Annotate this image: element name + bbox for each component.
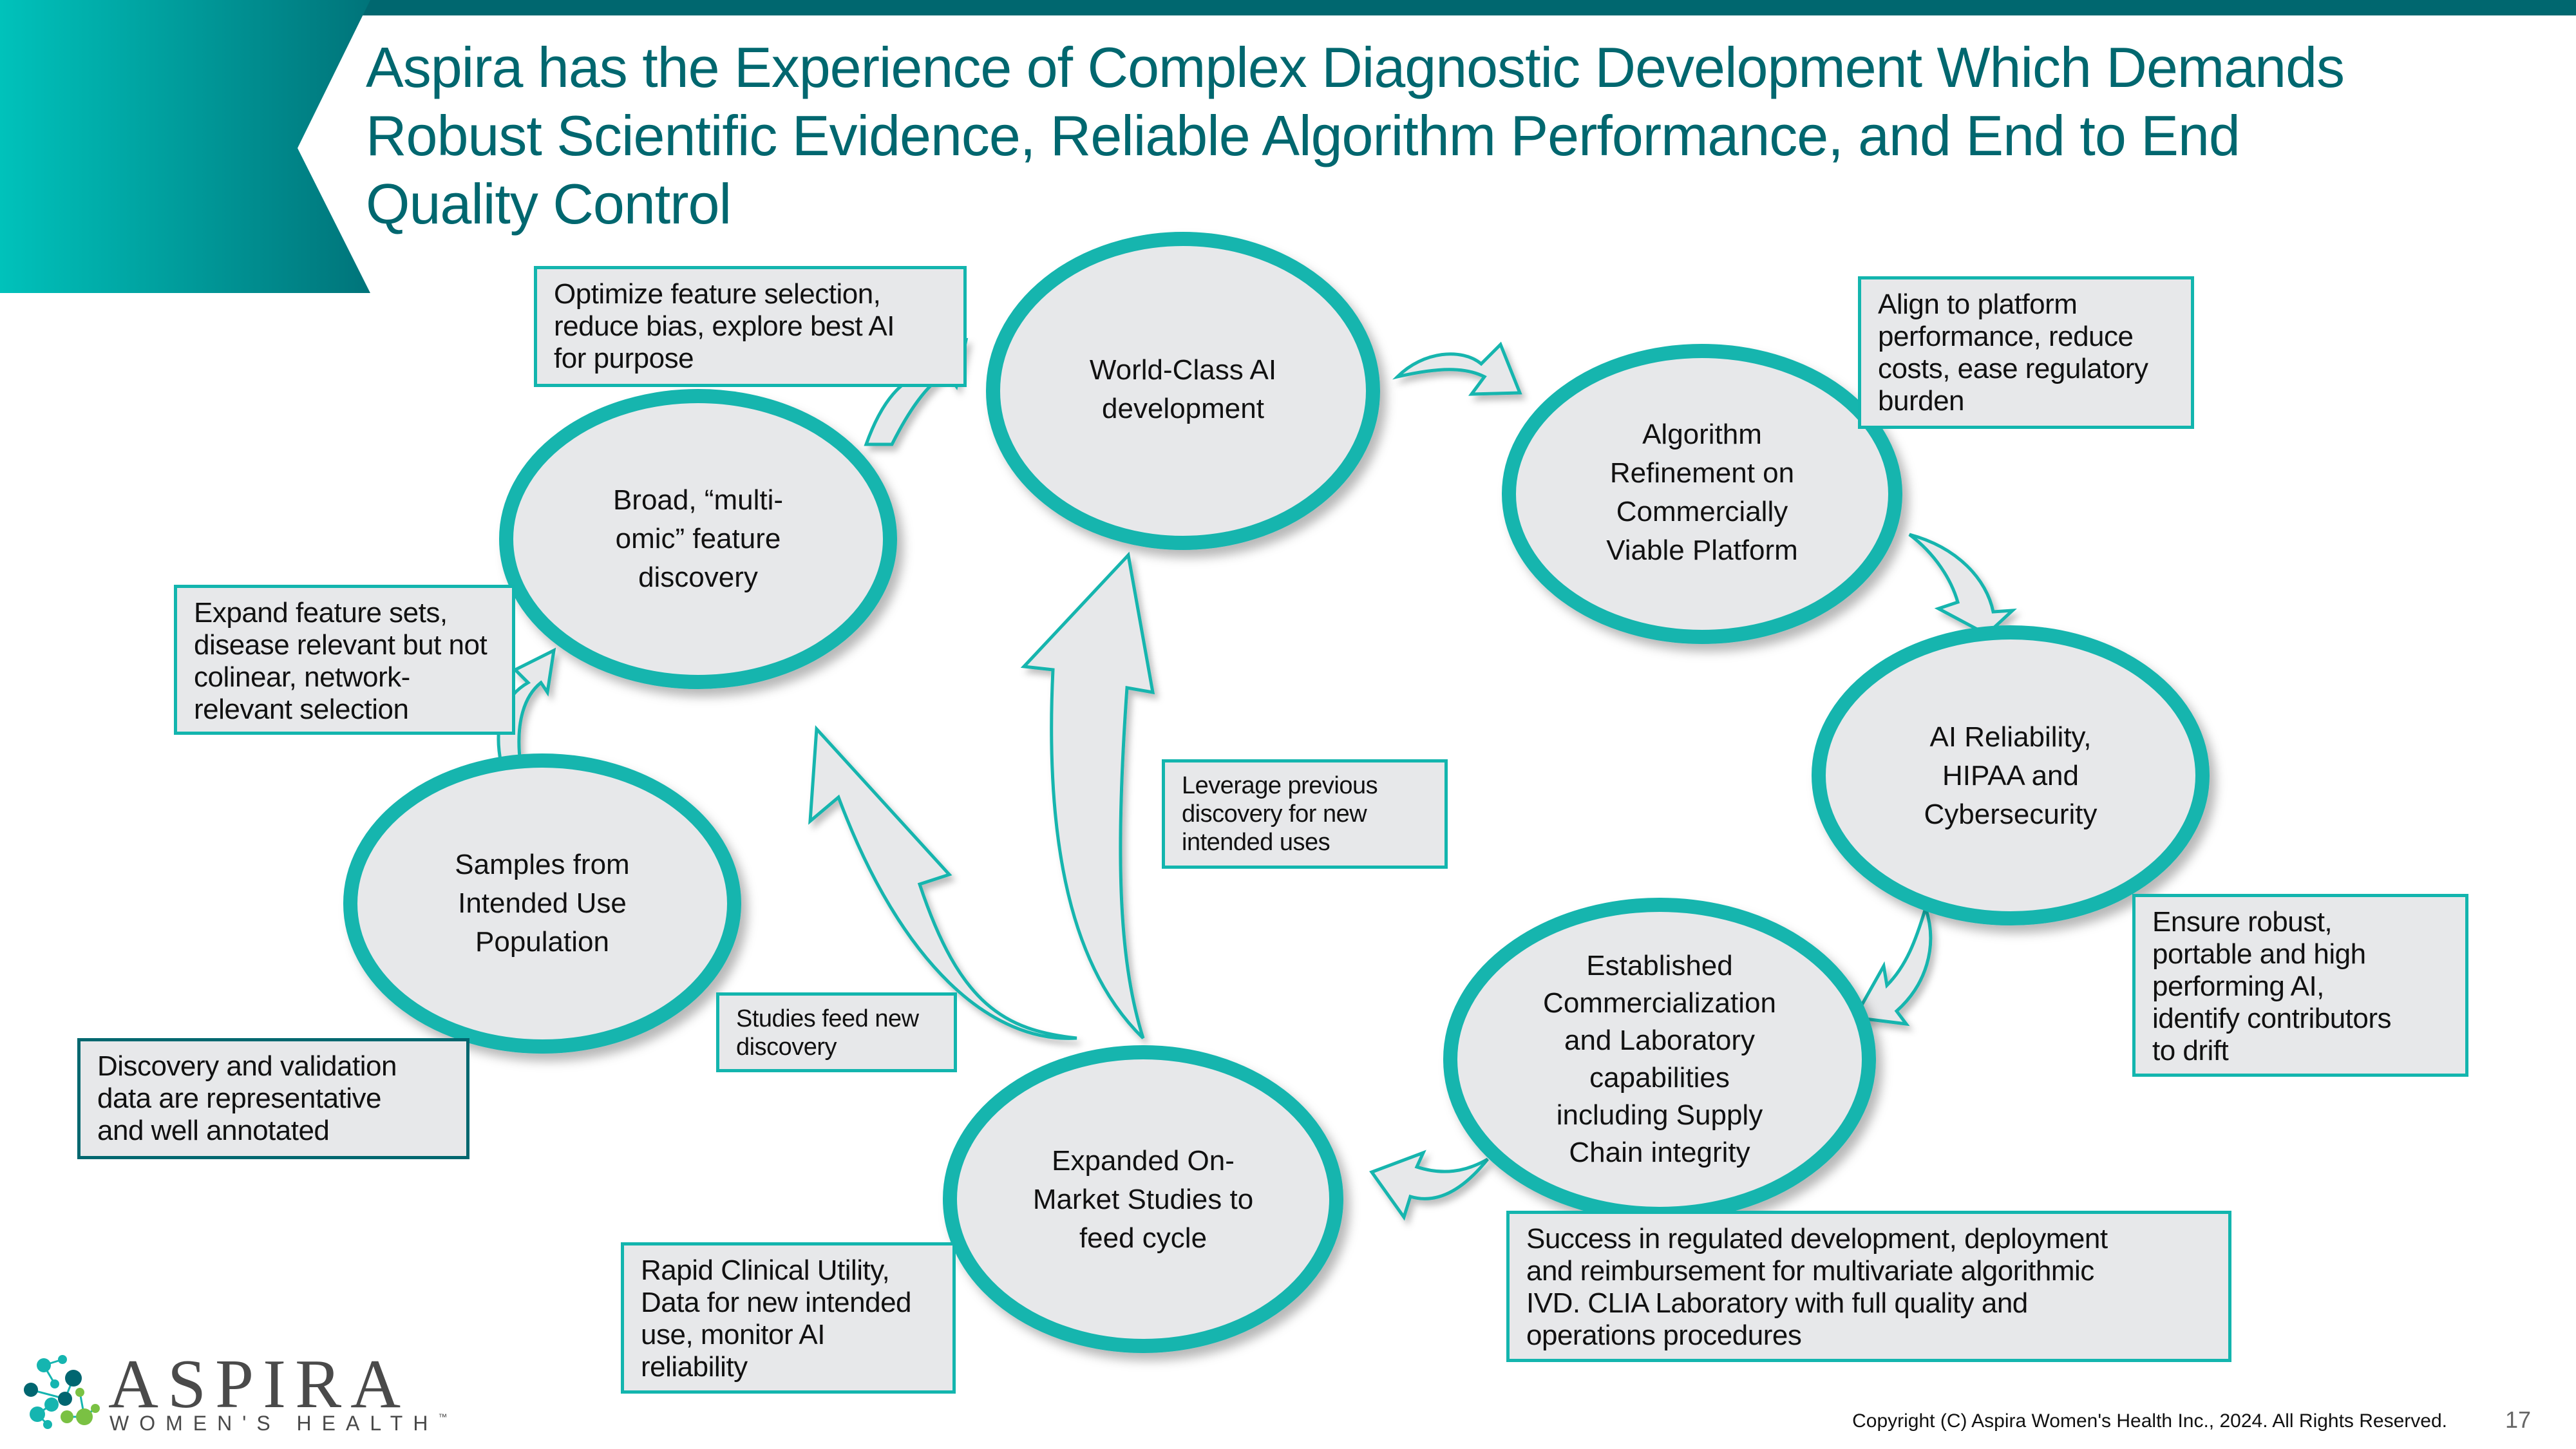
arrow-reliability-to-established <box>1852 902 1933 1027</box>
node-label-ai-reliability: AI Reliability, HIPAA and Cybersecurity <box>1833 715 2188 837</box>
node-line: Expanded On- <box>1052 1145 1235 1177</box>
node-label-world-class-ai: World-Class AI development <box>1006 322 1360 457</box>
node-line: Broad, “multi- <box>612 484 784 516</box>
callout-line: to drift <box>2152 1035 2229 1066</box>
callout-line: Data for new intended <box>641 1287 912 1318</box>
node-expanded-on-market <box>943 1045 1343 1353</box>
node-line: Population <box>475 926 609 958</box>
node-samples <box>343 753 741 1054</box>
node-line: and Laboratory <box>1564 1025 1755 1056</box>
callout-expand: Expand feature sets, disease relevant bu… <box>174 585 515 735</box>
arrow-studies-feed-discovery <box>808 724 1077 1040</box>
callout-success: Success in regulated development, deploy… <box>1506 1211 2231 1362</box>
node-ai-reliability <box>1812 625 2210 925</box>
node-line: development <box>1102 393 1264 424</box>
node-line: Established <box>1586 950 1733 981</box>
node-label-samples: Samples from Intended Use Population <box>365 842 719 965</box>
callout-rapid: Rapid Clinical Utility, Data for new int… <box>621 1242 956 1394</box>
node-line: Algorithm <box>1642 419 1762 450</box>
logo-wordmark: ASPIRA <box>108 1346 410 1423</box>
callout-line: use, monitor AI <box>641 1319 825 1350</box>
callout-line: portable and high <box>2152 938 2366 970</box>
logo-subtitle-text: WOMEN'S HEALTH <box>109 1412 439 1435</box>
node-line: Intended Use <box>458 887 627 919</box>
callout-line: performing AI, <box>2152 971 2324 1002</box>
callout-line: IVD. CLIA Laboratory with full quality a… <box>1526 1287 2028 1319</box>
node-line: Chain integrity <box>1569 1137 1750 1168</box>
node-label-algorithm-refinement: Algorithm Refinement on Commercially Via… <box>1525 412 1879 573</box>
node-line: capabilities <box>1589 1062 1730 1094</box>
page-number: 17 <box>2505 1406 2531 1433</box>
callout-ensure: Ensure robust, portable and high perform… <box>2132 894 2468 1077</box>
callout-line: for purpose <box>554 343 694 374</box>
node-label-broad-multiomic: Broad, “multi- omic” feature discovery <box>521 478 875 600</box>
callout-studies: Studies feed new discovery <box>716 992 957 1072</box>
callout-line: relevant selection <box>194 694 409 725</box>
callout-line: operations procedures <box>1526 1320 1802 1351</box>
node-line: Market Studies to <box>1032 1184 1254 1215</box>
aspira-logo-icon <box>24 1355 100 1429</box>
trademark-symbol: ™ <box>438 1412 448 1422</box>
node-world-class-ai <box>986 232 1380 550</box>
copyright-text: Copyright (C) Aspira Women's Health Inc.… <box>1852 1410 2447 1432</box>
node-line: omic” feature <box>615 523 781 554</box>
callout-line: discovery <box>736 1034 837 1061</box>
callout-line: disease relevant but not <box>194 629 488 661</box>
node-line: including Supply <box>1556 1099 1763 1131</box>
callout-line: and reimbursement for multivariate algor… <box>1526 1255 2094 1287</box>
node-broad-multiomic <box>499 389 897 689</box>
node-label-established-commercialization: Established Commercialization and Labora… <box>1476 947 1843 1172</box>
arrow-worldclass-to-algorithm <box>1392 341 1522 396</box>
callout-align: Align to platform performance, reduce co… <box>1858 276 2194 429</box>
callout-line: Ensure robust, <box>2152 906 2333 938</box>
callout-line: Expand feature sets, <box>194 597 448 629</box>
arrow-established-to-expanded <box>1369 1150 1489 1221</box>
callout-leverage: Leverage previous discovery for new inte… <box>1162 759 1448 869</box>
callout-line: Optimize feature selection, <box>554 278 881 310</box>
node-line: Samples from <box>455 849 630 880</box>
callout-line: colinear, network- <box>194 661 410 693</box>
callout-line: costs, ease regulatory <box>1878 353 2148 384</box>
node-line: Commercially <box>1616 496 1788 527</box>
node-line: AI Reliability, <box>1929 721 2092 753</box>
node-line: Refinement on <box>1609 457 1795 489</box>
callout-line: and well annotated <box>97 1115 330 1146</box>
callout-line: identify contributors <box>2152 1003 2392 1034</box>
callout-line: burden <box>1878 385 1965 417</box>
callout-line: intended uses <box>1182 829 1331 856</box>
top-bar <box>0 0 2576 15</box>
node-line: HIPAA and <box>1942 760 2079 791</box>
title-band <box>0 0 370 293</box>
node-line: Viable Platform <box>1606 535 1798 566</box>
node-line: Commercialization <box>1543 987 1776 1019</box>
node-line: feed cycle <box>1079 1222 1208 1254</box>
title-line: Quality Control <box>366 172 732 236</box>
callout-line: data are representative <box>97 1083 382 1114</box>
callout-line: Leverage previous <box>1182 772 1378 799</box>
title-line: Robust Scientific Evidence, Reliable Alg… <box>366 104 2240 167</box>
node-line: discovery <box>638 562 758 593</box>
callout-line: performance, reduce <box>1878 321 2134 352</box>
arrow-leverage-previous-discovery <box>1020 551 1155 1039</box>
callout-line: Align to platform <box>1878 289 2078 320</box>
page-title: Aspira has the Experience of Complex Dia… <box>366 33 2543 238</box>
callout-line: discovery for new <box>1182 800 1367 828</box>
node-label-expanded-on-market: Expanded On- Market Studies to feed cycl… <box>966 1139 1320 1261</box>
title-line: Aspira has the Experience of Complex Dia… <box>366 35 2345 99</box>
callout-line: reliability <box>641 1351 748 1383</box>
logo-subtitle: WOMEN'S HEALTH™ <box>109 1412 447 1435</box>
callout-line: reduce bias, explore best AI <box>554 310 895 342</box>
callout-line: Success in regulated development, deploy… <box>1526 1223 2108 1255</box>
arrow-algorithm-to-reliability <box>1908 533 2017 637</box>
callout-line: Rapid Clinical Utility, <box>641 1255 890 1286</box>
callout-line: Discovery and validation <box>97 1050 397 1082</box>
callout-line: Studies feed new <box>736 1005 919 1032</box>
node-algorithm-refinement <box>1502 344 1902 644</box>
node-line: Cybersecurity <box>1924 799 2098 830</box>
callout-optimize: Optimize feature selection, reduce bias,… <box>534 266 967 387</box>
callout-discovery-validation: Discovery and validation data are repres… <box>77 1038 469 1159</box>
node-line: World-Class AI <box>1089 354 1277 386</box>
